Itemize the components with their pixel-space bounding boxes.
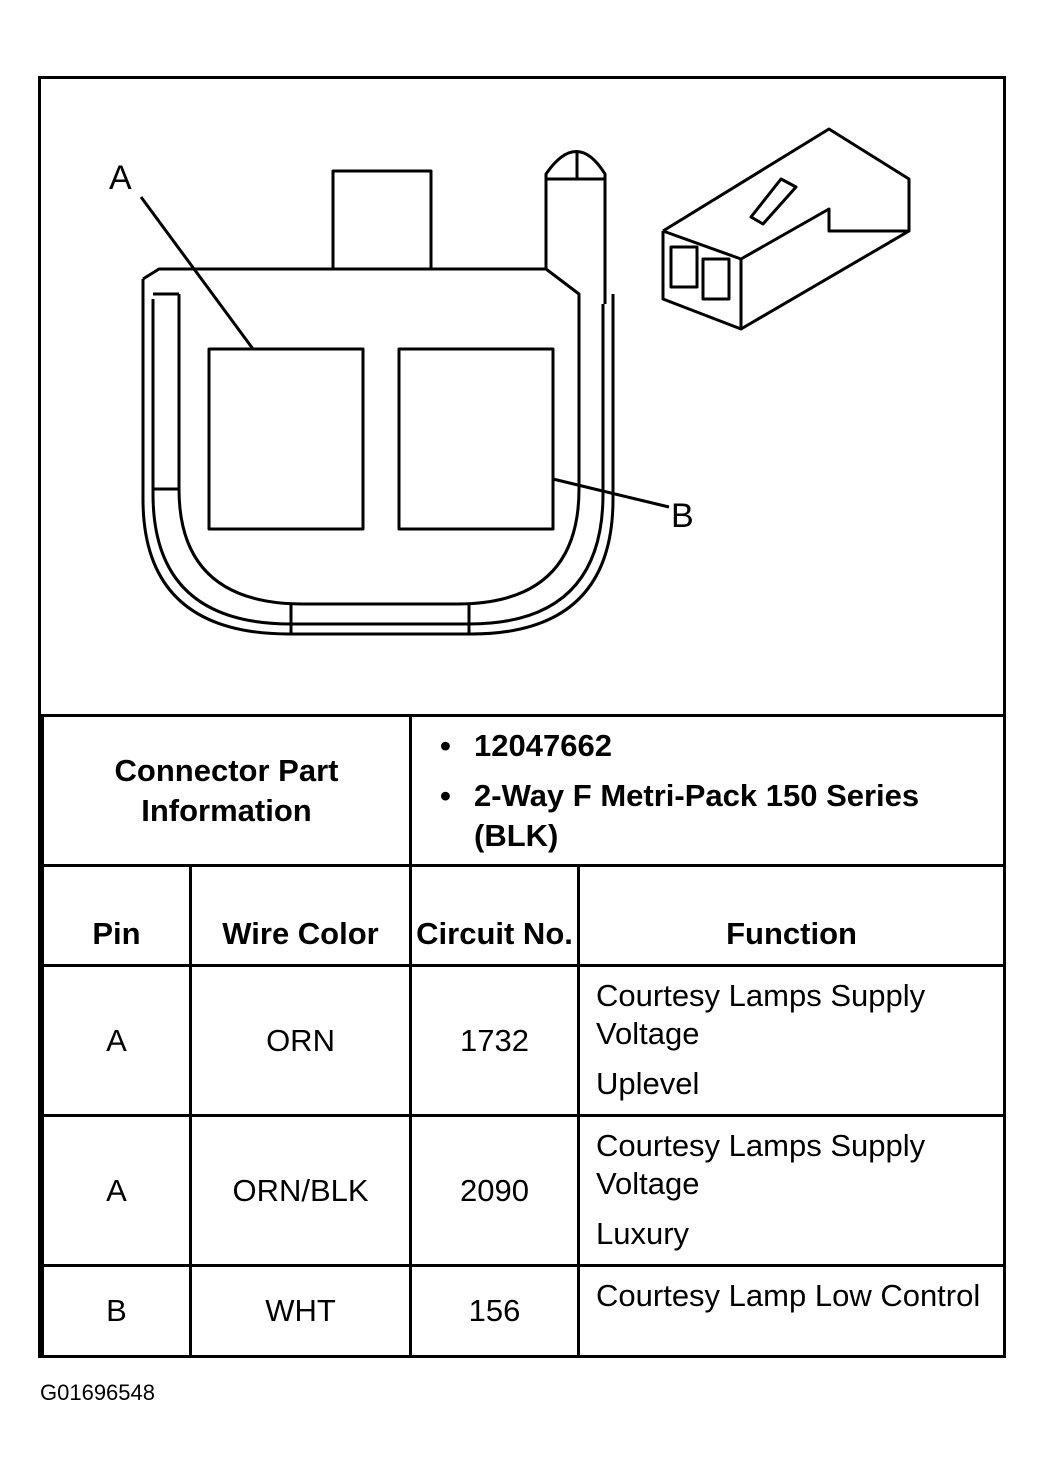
pin-cell: A — [41, 964, 192, 1117]
connector-table: Connector Part Information 12047662 2-Wa… — [40, 714, 1007, 1358]
part-info-row: Connector Part Information 12047662 2-Wa… — [40, 714, 1007, 867]
connector-inner-shell — [151, 299, 605, 626]
circuit-cell: 156 — [409, 1264, 581, 1358]
header-row: Pin Wire Color Circuit No. Function — [41, 864, 1007, 967]
wire-color-cell: ORN/BLK — [188, 1114, 413, 1267]
connector-figure: A B — [41, 79, 1003, 714]
function-text: Courtesy Lamps Supply Voltage — [596, 1128, 926, 1201]
header-function: Function — [577, 864, 1007, 967]
pin-cell: B — [41, 1264, 192, 1358]
connector-drawing — [139, 127, 911, 636]
part-description: 2-Way F Metri-Pack 150 Series (BLK) — [440, 776, 1003, 856]
function-note: Luxury — [596, 1216, 690, 1251]
connector-top-edge — [142, 267, 546, 281]
function-text: Courtesy Lamp Low Control — [596, 1278, 981, 1313]
table-row: A ORN 1732 Courtesy Lamps Supply Voltage… — [41, 964, 1007, 1117]
function-cell: Courtesy Lamps Supply Voltage Luxury — [577, 1114, 1007, 1267]
leader-line-b — [552, 477, 670, 509]
wire-color-cell: WHT — [188, 1264, 413, 1358]
callout-b: B — [671, 497, 694, 535]
part-number: 12047662 — [440, 726, 1003, 766]
function-cell: Courtesy Lamps Supply Voltage Uplevel — [577, 964, 1007, 1117]
table-row: A ORN/BLK 2090 Courtesy Lamps Supply Vol… — [41, 1114, 1007, 1267]
function-cell: Courtesy Lamp Low Control — [577, 1264, 1007, 1358]
figure-code: G01696548 — [40, 1380, 155, 1405]
connector-isometric — [661, 127, 911, 331]
header-wire-color: Wire Color — [188, 864, 413, 967]
connector-latch-tab — [331, 169, 433, 269]
wire-color-cell: ORN — [188, 964, 413, 1117]
connector-front-face — [153, 267, 581, 606]
function-text: Courtesy Lamps Supply Voltage — [596, 978, 926, 1051]
table-row: B WHT 156 Courtesy Lamp Low Control — [41, 1264, 1007, 1358]
part-info-label: Connector Part Information — [40, 714, 413, 867]
circuit-cell: 2090 — [409, 1114, 581, 1267]
cavity-a — [207, 347, 365, 531]
connector-outer-shell — [141, 279, 615, 636]
part-info-values: 12047662 2-Way F Metri-Pack 150 Series (… — [409, 714, 1007, 867]
cavity-b — [397, 347, 555, 531]
callout-a: A — [109, 159, 132, 197]
diagram-frame: A B Connector Part Information 12047662 … — [38, 76, 1007, 1358]
header-circuit: Circuit No. — [409, 864, 581, 967]
leader-line-a — [139, 196, 255, 350]
pin-cell: A — [41, 1114, 192, 1267]
function-note: Uplevel — [596, 1066, 700, 1101]
header-pin: Pin — [41, 864, 192, 967]
circuit-cell: 1732 — [409, 964, 581, 1117]
